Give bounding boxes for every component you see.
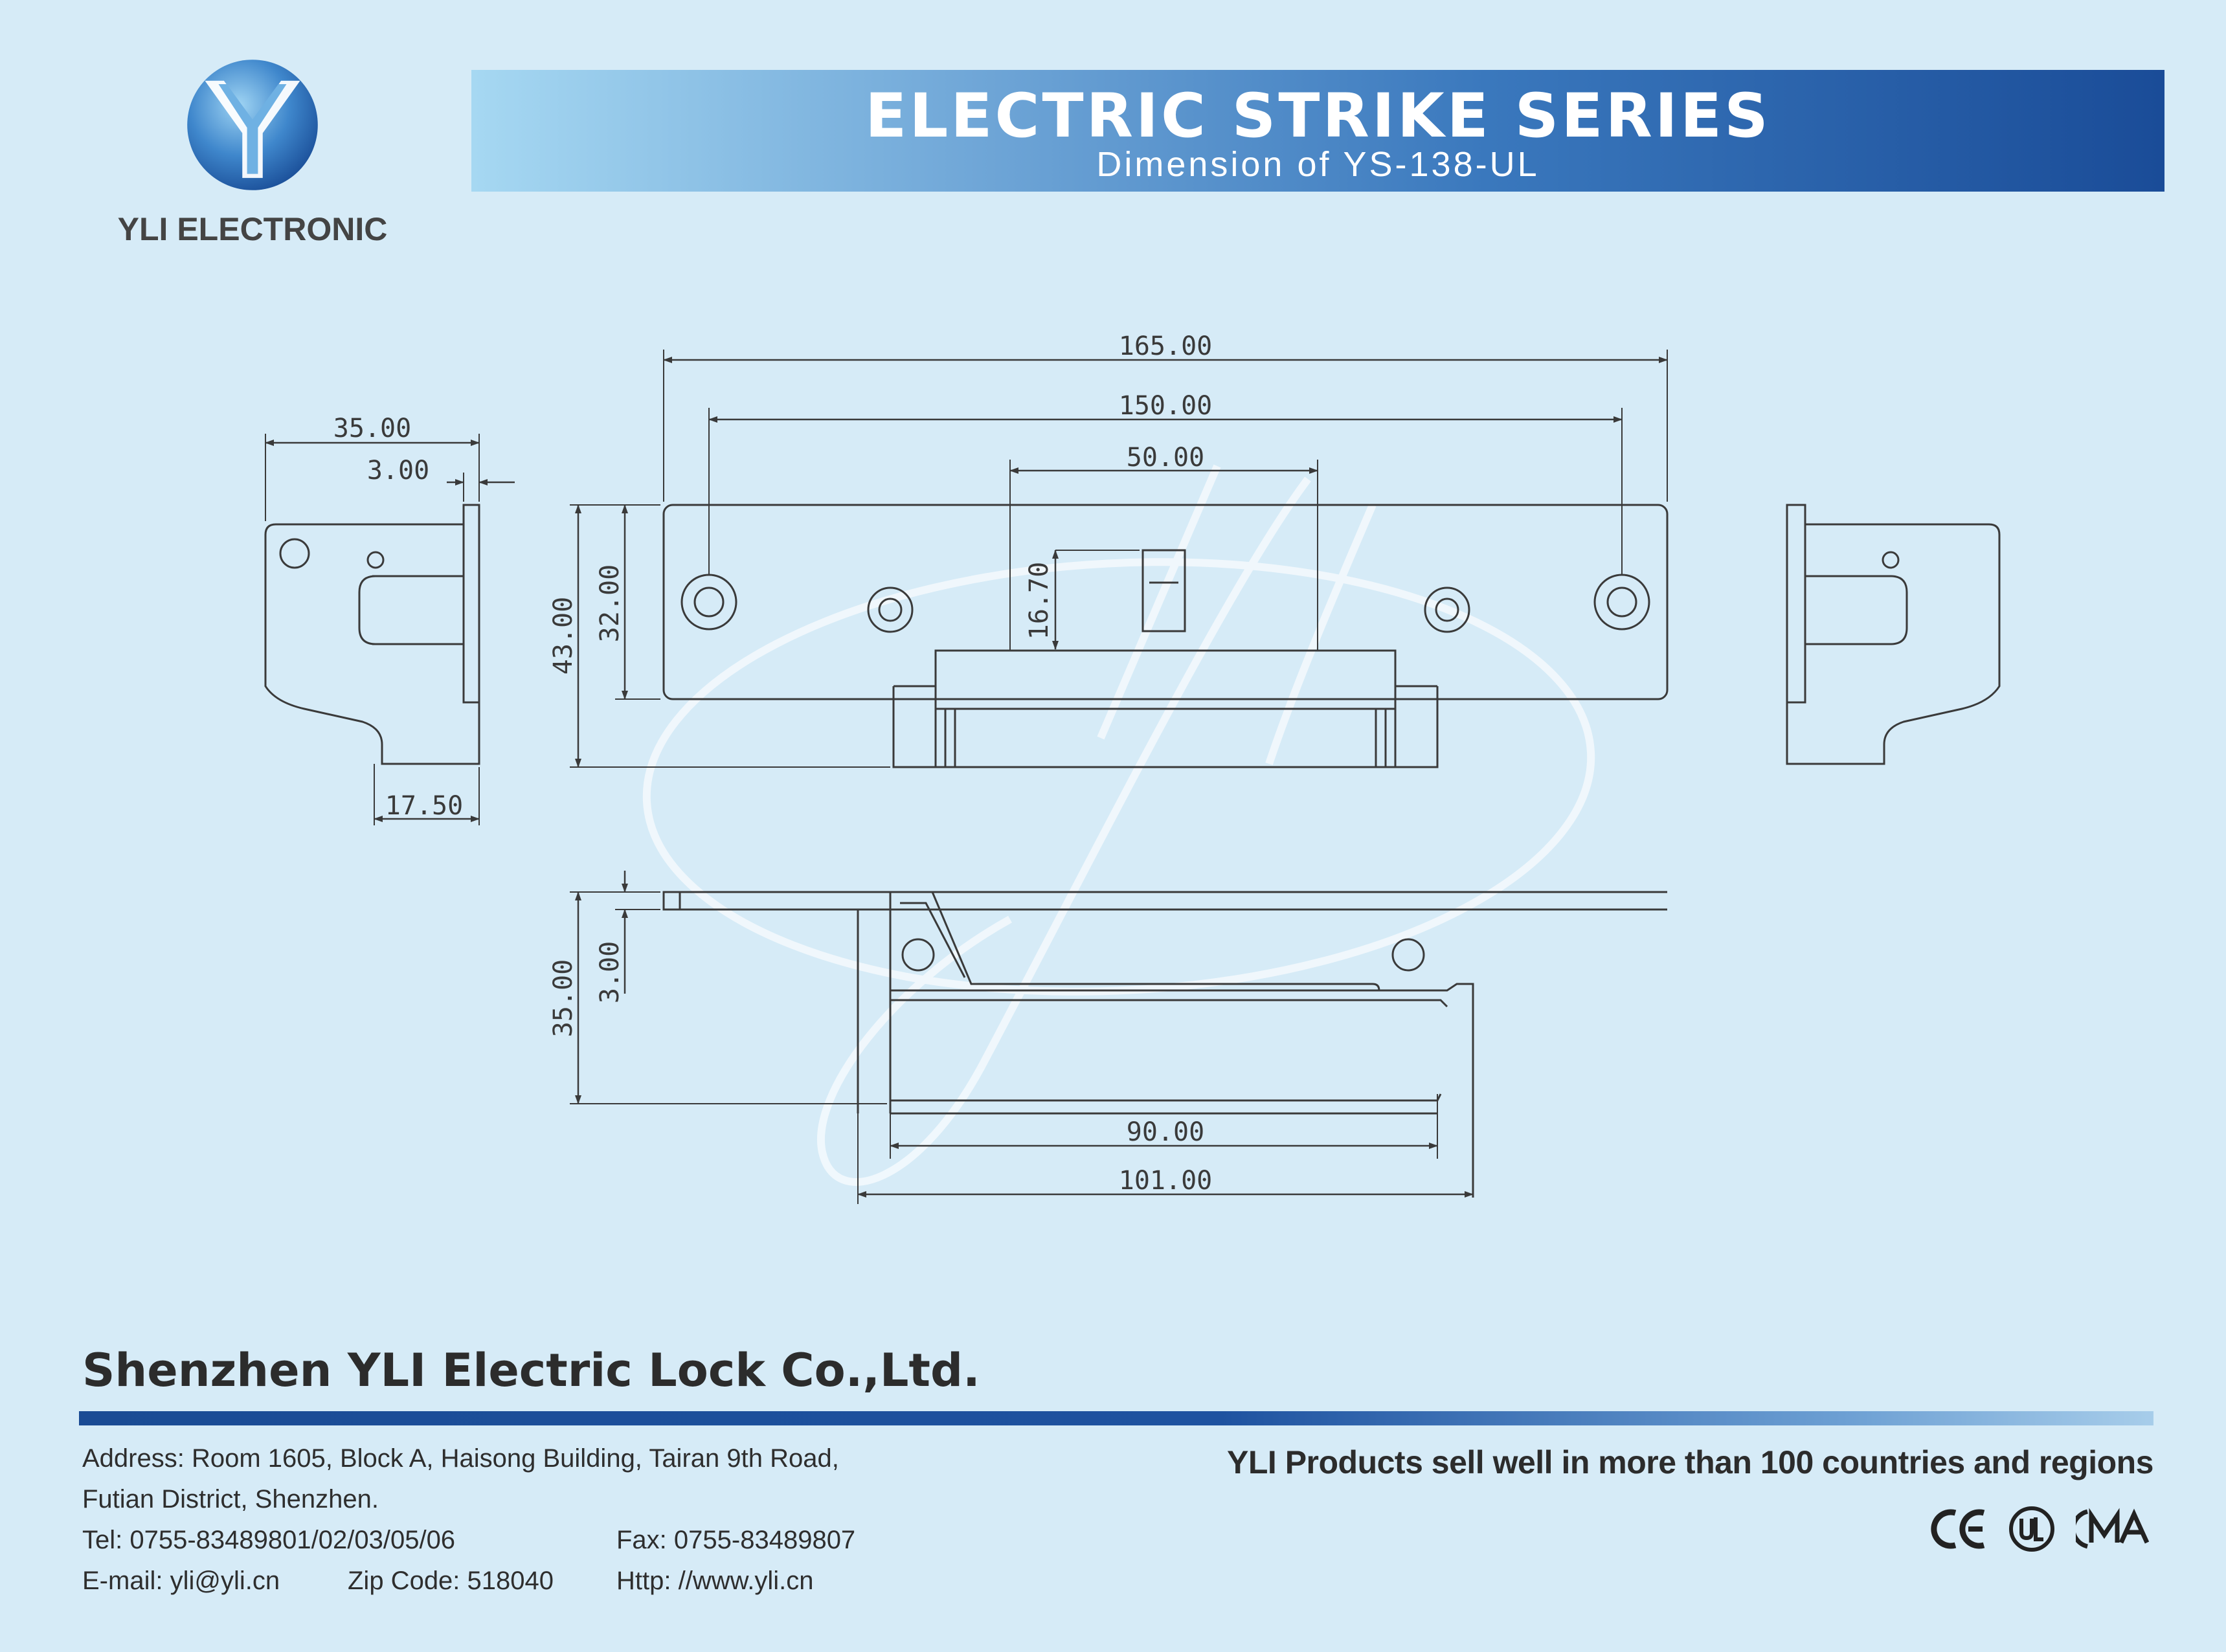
company-logo: YLI ELECTRONIC	[97, 57, 408, 248]
dim-overall-length: 165.00	[1119, 331, 1213, 361]
page-title: ELECTRIC STRIKE SERIES	[865, 81, 1771, 151]
brand-name: YLI ELECTRONIC	[117, 211, 388, 247]
left-side-view	[264, 434, 480, 825]
dim-side-half-depth: 17.50	[385, 791, 463, 821]
ul-mark-icon	[2009, 1506, 2054, 1552]
ce-mark-icon	[1931, 1509, 1985, 1549]
dim-body-length: 90.00	[1127, 1117, 1204, 1147]
front-view	[570, 350, 1669, 768]
dim-hole-spacing: 150.00	[1119, 391, 1213, 421]
cma-mark-icon	[2076, 1508, 2150, 1549]
page-subtitle: Dimension of YS-138-UL	[1096, 145, 1540, 184]
website-link[interactable]: Http: //www.yli.cn	[616, 1567, 814, 1595]
telephone: Tel: 0755-83489801/02/03/05/06	[82, 1526, 456, 1554]
slogan: YLI Products sell well in more than 100 …	[1227, 1444, 2153, 1480]
dimension-lines	[265, 357, 1668, 1198]
email-link[interactable]: E-mail: yli@yli.cn	[82, 1567, 280, 1595]
dim-body-height: 35.00	[548, 959, 578, 1037]
right-side-view	[1786, 504, 2001, 765]
address-line-2: Futian District, Shenzhen.	[82, 1485, 379, 1513]
watermark	[642, 464, 1595, 1186]
dim-total-height: 43.00	[548, 597, 578, 675]
top-view	[570, 891, 1667, 1204]
dimension-labels: 165.00 150.00 50.00 16.70 32.00 43.00 35…	[333, 331, 1212, 1196]
yli-logo-icon	[187, 60, 318, 190]
contact-info: Address: Room 1605, Block A, Haisong Bui…	[82, 1438, 855, 1602]
certification-logos	[1929, 1503, 2153, 1555]
company-name: Shenzhen YLI Electric Lock Co.,Ltd.	[82, 1344, 980, 1397]
dim-side-depth: 35.00	[333, 414, 411, 443]
fax: Fax: 0755-83489807	[616, 1526, 856, 1554]
dim-body-offset: 3.00	[595, 941, 625, 1003]
title-banner: ELECTRIC STRIKE SERIES Dimension of YS-1…	[471, 70, 2164, 192]
dim-faceplate-height: 32.00	[595, 564, 625, 642]
address-line-1: Address: Room 1605, Block A, Haisong Bui…	[82, 1444, 839, 1473]
dim-plate-thickness: 3.00	[367, 456, 429, 486]
footer-divider	[79, 1411, 2153, 1425]
dim-body-total-length: 101.00	[1119, 1166, 1213, 1196]
dim-keeper-depth: 16.70	[1024, 562, 1054, 640]
zip-code: Zip Code: 518040	[348, 1567, 554, 1595]
dim-keeper-width: 50.00	[1127, 443, 1204, 473]
